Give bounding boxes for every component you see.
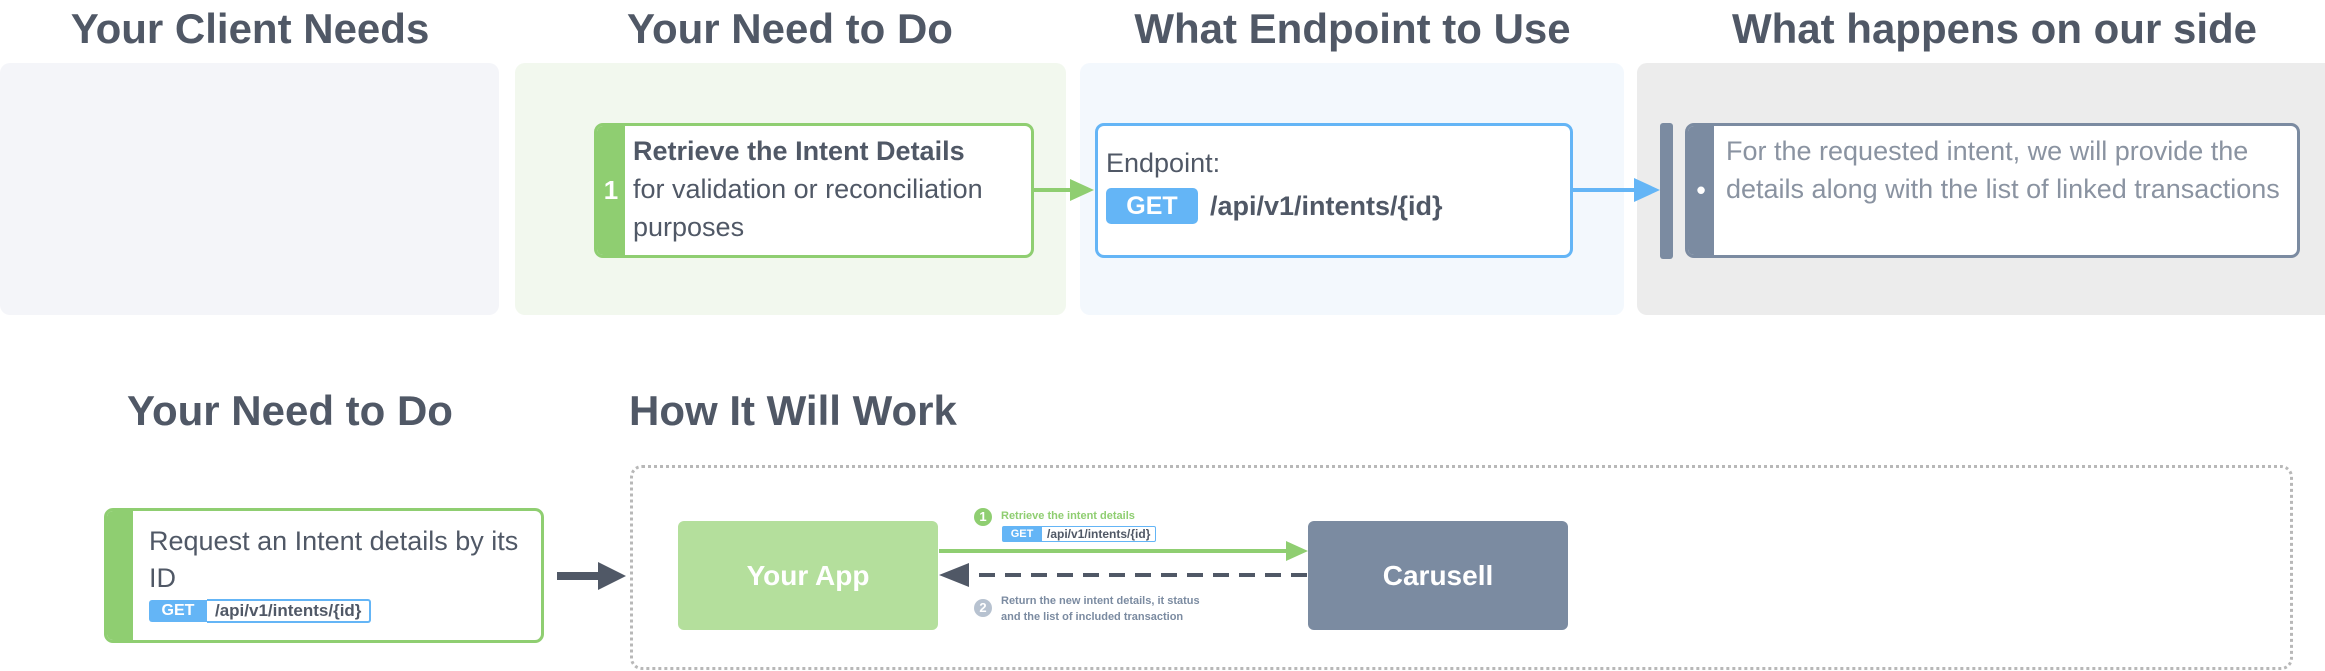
step-title: Retrieve the Intent Details [633, 136, 965, 166]
result-bullet: • [1696, 175, 1706, 205]
step-number: 1 [603, 175, 619, 205]
flow-arrow-response-head [939, 563, 969, 587]
step2-circle [974, 599, 992, 617]
request-method-badge: GET [149, 600, 207, 622]
step2-number: 2 [979, 600, 987, 615]
request-body: Request an Intent details by its ID GET … [149, 511, 531, 640]
endpoint-path: /api/v1/intents/{id} [1210, 190, 1443, 221]
arrow-step-to-endpoint-head [1070, 179, 1094, 201]
arrow-endpoint-to-result-head [1634, 178, 1660, 202]
result-card: • For the requested intent, we will prov… [1685, 123, 2300, 258]
endpoint-body: Endpoint: GET /api/v1/intents/{id} [1106, 126, 1562, 255]
request-path: /api/v1/intents/{id} [207, 599, 372, 623]
step1-number: 1 [979, 509, 987, 524]
endpoint-method-badge: GET [1106, 188, 1198, 224]
heading-how-it-works: How It Will Work [629, 387, 957, 434]
heading-need-to-do: Your Need to Do [627, 5, 953, 52]
step1-label: Retrieve the intent details [1001, 510, 1135, 522]
endpoint-card: Endpoint: GET /api/v1/intents/{id} [1095, 123, 1573, 258]
heading-bottom-need-to-do: Your Need to Do [127, 387, 453, 434]
step-stripe: 1 [597, 126, 625, 255]
step2-line1: Return the new intent details, it status [1001, 595, 1200, 607]
flow-arrow-request-head [1286, 541, 1308, 561]
heading-our-side: What happens on our side [1731, 5, 2258, 52]
arrow-request-to-flow-head [598, 562, 626, 590]
step1-endpoint: GET /api/v1/intents/{id} [1002, 526, 1157, 542]
request-stripe [107, 511, 133, 640]
step-body: Retrieve the Intent Details for validati… [633, 126, 1025, 255]
heading-endpoint: What Endpoint to Use [1134, 5, 1571, 52]
carusell-box: Carusell [1308, 521, 1568, 630]
request-text: Request an Intent details by its ID [149, 526, 519, 593]
step-card: 1 Retrieve the Intent Details for valida… [594, 123, 1034, 258]
step1-circle [974, 508, 992, 526]
heading-client-needs: Your Client Needs [70, 5, 430, 52]
step1-method-badge: GET [1002, 526, 1042, 542]
lane-bar [1660, 123, 1673, 259]
result-stripe: • [1688, 126, 1714, 255]
flow-container [630, 465, 2293, 670]
result-text: For the requested intent, we will provid… [1726, 136, 2280, 204]
step2-line2: and the list of included transaction [1001, 611, 1184, 623]
step1-path: /api/v1/intents/{id} [1042, 526, 1157, 542]
request-card: Request an Intent details by its ID GET … [104, 508, 544, 643]
step-description: for validation or reconciliation purpose… [633, 174, 983, 242]
client-needs-panel [0, 63, 499, 315]
endpoint-label: Endpoint: [1106, 148, 1221, 178]
your-app-box: Your App [678, 521, 938, 630]
